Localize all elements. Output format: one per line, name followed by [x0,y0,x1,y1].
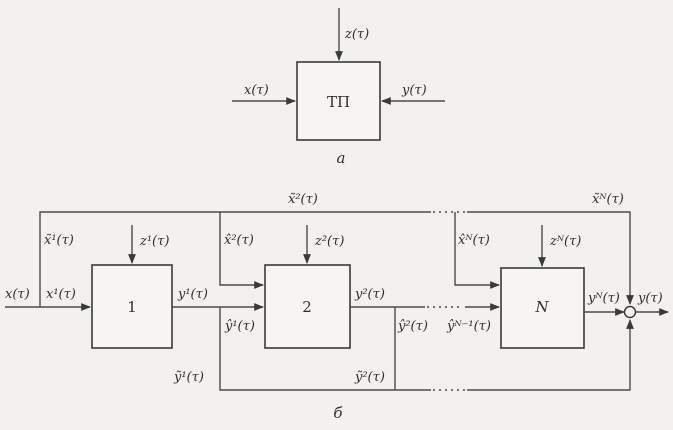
caption-a: a [337,149,346,167]
caption-b: б [333,404,343,422]
block2-y-label: y²(τ) [354,287,385,302]
b-input-label: x(τ) [5,287,30,302]
blockN-x-hat-label: x̂ᴺ(τ) [458,233,490,248]
diagram-a: ТП z(τ) x(τ) y(τ) a [232,8,445,167]
block-2-label: 2 [302,298,312,316]
blockN-x-tilde-label: x̃ᴺ(τ) [592,192,624,207]
block2-y-tilde-label: ỹ²(τ) [354,370,385,385]
block1-y-tilde-label: ỹ¹(τ) [173,370,204,385]
y-tilde-bus-end [467,319,634,391]
diagram-b: x(τ) x¹(τ) x̃¹(τ) x̃²(τ) x̃ᴺ(τ) 1 z¹(τ) … [5,192,669,422]
process-block [296,61,381,141]
blockN-y-label: yᴺ(τ) [587,291,620,306]
a-z-label: z(τ) [344,27,369,42]
block-1-label: 1 [127,298,137,316]
block2-z-label: z²(τ) [314,234,344,249]
block-N [500,267,585,349]
block1-x-label: x¹(τ) [46,287,76,302]
block2-y-hat-label: ŷ²(τ) [397,319,428,334]
block-2 [264,264,351,349]
summing-node [623,305,637,319]
block-N-label: N [534,298,549,316]
b-output-label: y(τ) [637,291,663,306]
block2-x-hat-label: x̂²(τ) [224,233,254,248]
block2-x-hat-arrow [219,212,264,289]
blockN-x-hat-arrow [454,212,500,289]
a-y-label: y(τ) [401,83,427,98]
blockN-y-hat-prev-label: ŷᴺ⁻¹(τ) [446,319,491,334]
x-tilde-bus [39,211,431,307]
block1-y-label: y¹(τ) [177,287,208,302]
blockN-z-label: zᴺ(τ) [549,234,581,249]
block1-y-hat-label: ŷ¹(τ) [224,319,255,334]
y-tilde-bus [219,307,431,391]
x-tilde-bus-end [467,211,634,305]
a-x-label: x(τ) [244,83,269,98]
block1-x-tilde-label: x̃¹(τ) [44,233,74,248]
block1-z-label: z¹(τ) [139,234,169,249]
process-block-label: ТП [327,93,350,111]
block2-x-tilde-label: x̃²(τ) [288,192,318,207]
